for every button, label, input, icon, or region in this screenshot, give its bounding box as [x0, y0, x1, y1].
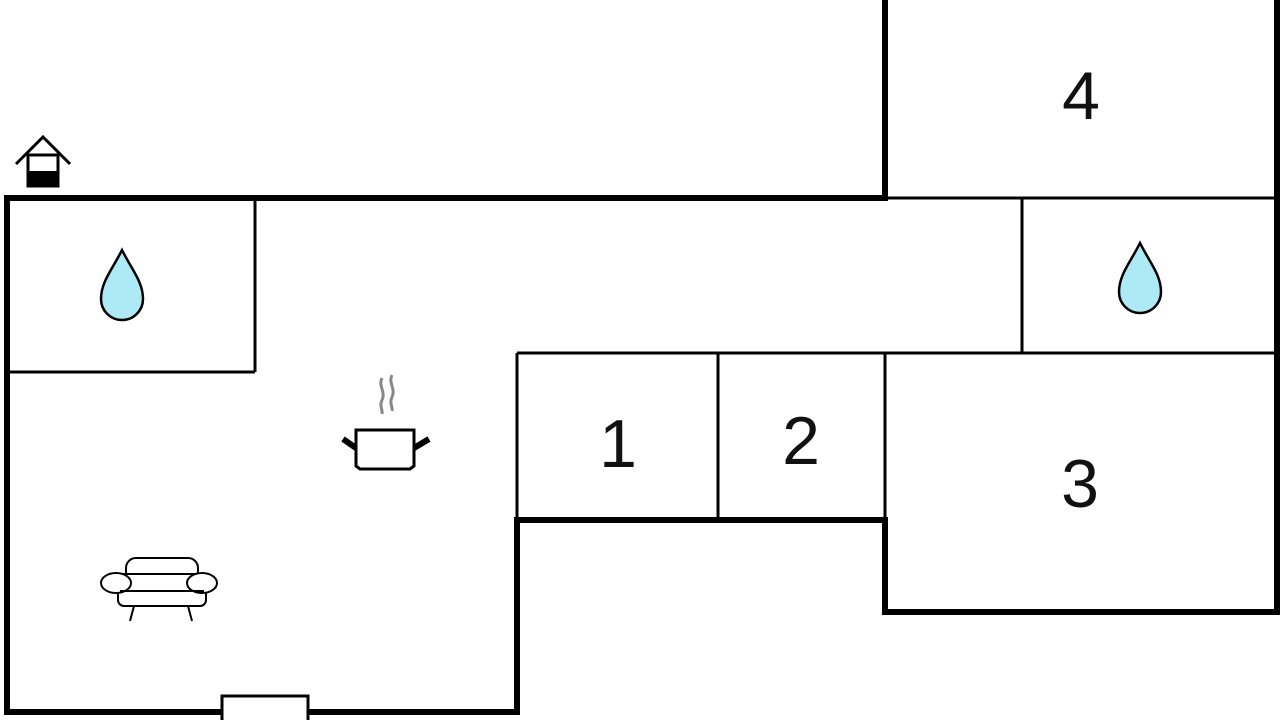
- cooking-pot-icon: [341, 374, 431, 471]
- water-drop-icon: [1117, 240, 1163, 315]
- room-3-label: 3: [1061, 446, 1099, 522]
- thick-walls: [4, 0, 1280, 715]
- sofa-icon: [100, 557, 218, 622]
- room-1-label: 1: [599, 406, 637, 482]
- house-entrance-icon: [14, 134, 72, 188]
- thin-walls: [7, 196, 1277, 520]
- door: [220, 694, 310, 720]
- room-2-label: 2: [782, 403, 820, 479]
- room-4-label: 4: [1062, 58, 1100, 134]
- water-drop-icon: [99, 247, 145, 322]
